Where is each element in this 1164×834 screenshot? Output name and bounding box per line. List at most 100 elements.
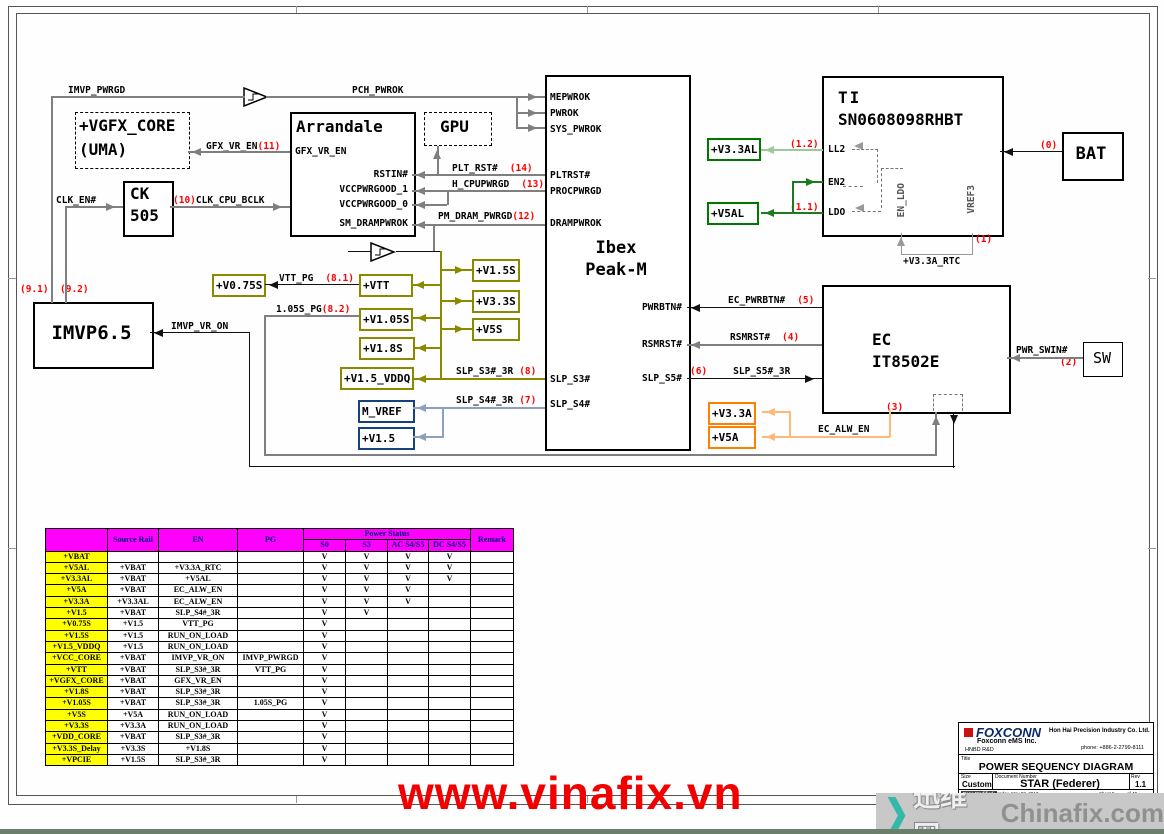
col-power-status-header: Power Status bbox=[303, 527, 471, 541]
arrowhead bbox=[850, 142, 863, 150]
cell-source: +V3.3AL bbox=[107, 595, 159, 609]
vinafix-watermark: www.vinafix.vn bbox=[398, 767, 743, 819]
arrowhead bbox=[851, 204, 864, 212]
wire bbox=[249, 466, 955, 467]
cell-s3 bbox=[345, 708, 388, 722]
cell-source: +VBAT bbox=[107, 652, 159, 665]
rail-cell: +V1.5 bbox=[45, 607, 108, 620]
cell-s0: V bbox=[303, 561, 346, 575]
cell-remark bbox=[470, 697, 514, 710]
imvp-title: IMVP6.5 bbox=[51, 322, 132, 344]
ti-pin-ll2: LL2 bbox=[828, 144, 846, 155]
wire bbox=[412, 174, 545, 176]
ref-1-1: (1.1) bbox=[790, 202, 819, 213]
cell-pg bbox=[237, 731, 304, 744]
cell-ac: V bbox=[387, 550, 429, 563]
cell-ac bbox=[387, 652, 429, 665]
cell-remark bbox=[470, 640, 514, 654]
wire bbox=[51, 96, 53, 303]
ibex-pin-pwrok: PWROK bbox=[550, 108, 579, 119]
signal-ec-pwrbtn: EC_PWRBTN#(5) bbox=[728, 295, 815, 306]
cell-remark bbox=[470, 629, 514, 642]
cell-s3 bbox=[345, 663, 388, 676]
wire bbox=[150, 332, 250, 333]
arrowhead bbox=[932, 412, 940, 425]
arrowhead bbox=[412, 171, 425, 179]
wire bbox=[264, 315, 266, 455]
cell-ac bbox=[387, 618, 429, 631]
arrowhead bbox=[806, 178, 819, 186]
tblock-divider-1 bbox=[959, 754, 1153, 755]
cell-dc bbox=[428, 663, 471, 676]
cell-dc bbox=[428, 652, 471, 665]
cell-en: RUN_ON_LOAD bbox=[158, 720, 238, 733]
cell-source: +V1.5 bbox=[107, 618, 159, 631]
cell-s0: V bbox=[303, 720, 346, 733]
cell-s3 bbox=[345, 629, 388, 642]
cell-ac: V bbox=[387, 584, 429, 597]
arrowhead bbox=[413, 433, 426, 441]
cell-s0: V bbox=[303, 573, 346, 586]
cell-pg bbox=[237, 550, 304, 563]
cell-s0: V bbox=[303, 584, 346, 597]
ec-title-2: IT8502E bbox=[872, 352, 940, 371]
cell-dc bbox=[428, 674, 471, 688]
ref-3: (3) bbox=[886, 402, 904, 413]
arrowhead bbox=[413, 314, 426, 322]
cell-pg bbox=[237, 595, 304, 609]
cell-s0: V bbox=[303, 595, 346, 609]
cell-source: +VBAT bbox=[107, 663, 159, 676]
wire bbox=[935, 412, 937, 456]
wire bbox=[878, 6, 879, 13]
cell-s0: V bbox=[303, 607, 346, 620]
cell-source bbox=[107, 550, 159, 563]
ec-dashed-port bbox=[933, 394, 963, 411]
cell-dc bbox=[428, 697, 471, 710]
rail-cell: +V0.75S bbox=[45, 618, 108, 631]
chevron-icon: ❯ bbox=[884, 793, 910, 834]
rail-v15-vddq: +V1.5_VDDQ bbox=[340, 367, 415, 390]
cell-en: VTT_PG bbox=[158, 618, 238, 631]
ibex-pin-pltrst: PLTRST# bbox=[550, 170, 591, 181]
cell-ac bbox=[387, 708, 429, 722]
wire bbox=[1000, 151, 1062, 152]
dashed-wire bbox=[852, 211, 881, 212]
rail-cell: +VPCIE bbox=[45, 753, 108, 767]
ibex-pin-drampwrok: DRAMPWROK bbox=[550, 218, 602, 229]
arrandale-pin-rstin: RSTIN# bbox=[373, 169, 408, 180]
ti-title-1: TI bbox=[838, 88, 862, 107]
block-bat bbox=[1062, 132, 1124, 181]
cell-dc bbox=[428, 618, 471, 631]
dashed-wire bbox=[843, 186, 863, 187]
ibex-title-2: Peak-M bbox=[585, 260, 647, 280]
foxconn-company: Foxconn eMS Inc. bbox=[977, 738, 1037, 745]
chinafix-en-text: Chinafix.com bbox=[1000, 798, 1164, 828]
signal-plt-rst: PLT_RST#(14) bbox=[452, 163, 533, 174]
cell-pg: 1.05S_PG bbox=[237, 697, 304, 710]
cell-remark bbox=[470, 720, 514, 733]
cell-dc bbox=[428, 584, 471, 597]
wire bbox=[687, 344, 822, 346]
cell-dc bbox=[428, 640, 471, 654]
cell-source: +VBAT bbox=[107, 674, 159, 688]
cell-source: +VBAT bbox=[107, 686, 159, 699]
cell-source: +VBAT bbox=[107, 573, 159, 586]
arrowhead bbox=[413, 344, 426, 352]
cell-ac bbox=[387, 697, 429, 710]
vgfx-label-2: (UMA) bbox=[79, 140, 128, 159]
col-rail-header bbox=[45, 528, 108, 552]
cell-dc bbox=[428, 742, 471, 755]
rail-cell: +V3.3AL bbox=[45, 573, 108, 586]
wire bbox=[762, 436, 890, 438]
cell-en: RUN_ON_LOAD bbox=[158, 629, 238, 642]
cell-dc: V bbox=[428, 561, 471, 575]
wire bbox=[264, 454, 936, 456]
bat-title: BAT bbox=[1075, 144, 1107, 164]
arrowhead bbox=[455, 297, 468, 305]
col-dc-header: DC S4/S5 bbox=[428, 539, 471, 552]
